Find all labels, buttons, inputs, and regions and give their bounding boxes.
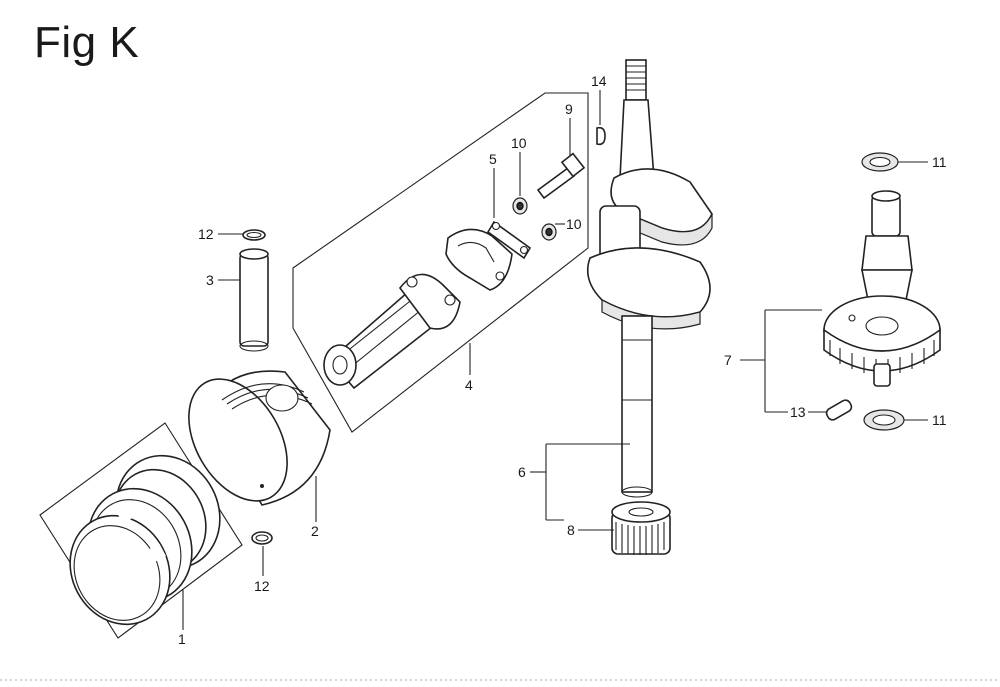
callout-14: 14 (591, 73, 607, 89)
callout-13: 13 (790, 404, 806, 420)
callout-12-upper: 12 (198, 226, 214, 242)
callout-8: 8 (567, 522, 575, 538)
camshaft (823, 190, 941, 387)
callout-5: 5 (489, 151, 497, 167)
callout-11-upper: 11 (932, 154, 947, 170)
callout-4: 4 (465, 377, 473, 393)
figure-title: Fig K (34, 18, 140, 67)
callout-7: 7 (724, 352, 732, 368)
callout-1: 1 (178, 631, 186, 647)
camshaft-washer-bottom (863, 409, 905, 431)
callout-11-lower: 11 (932, 412, 947, 428)
crankshaft (586, 59, 713, 498)
camshaft-washer-top (861, 152, 899, 172)
callout-9: 9 (565, 101, 573, 117)
crankshaft-gear (611, 501, 671, 555)
callout-10-lower: 10 (566, 216, 582, 232)
connecting-rod-assembly (292, 92, 589, 433)
callout-10-upper: 10 (511, 135, 527, 151)
piston (188, 370, 331, 506)
callout-3: 3 (206, 272, 214, 288)
callout-6: 6 (518, 464, 526, 480)
decompressor-pin (825, 399, 853, 421)
callout-12-lower: 12 (254, 578, 270, 594)
callout-2: 2 (311, 523, 319, 539)
piston-ring-set (39, 422, 243, 639)
piston-pin-clip-bottom (251, 531, 273, 545)
piston-pin-clip-top (242, 229, 266, 241)
crankshaft-key (596, 126, 606, 146)
piston-pin (239, 248, 269, 352)
leader-lines (182, 90, 928, 630)
